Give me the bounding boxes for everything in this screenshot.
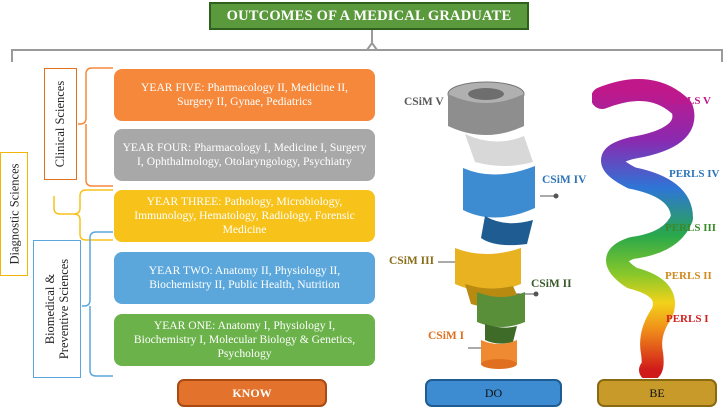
year-four-box: YEAR FOUR: Pharmacology I, Medicine I, S…	[114, 129, 375, 181]
csim-iv-label: CSiM IV	[542, 174, 587, 186]
diagnostic-sciences-label: Diagnostic Sciences	[0, 152, 28, 276]
page-title: OUTCOMES OF A MEDICAL GRADUATE	[209, 2, 529, 30]
csim-spiral-graphic	[447, 81, 535, 369]
csim-iii-label: CSiM III	[389, 255, 435, 267]
biomedical-label-line2: Preventive Sciences	[57, 258, 71, 360]
perls-v-label: PERLS V	[665, 95, 711, 107]
year-two-box: YEAR TWO: Anatomy II, Physiology II, Bio…	[114, 252, 375, 304]
perls-i-label: PERLS I	[666, 313, 709, 325]
know-button[interactable]: KNOW	[177, 379, 327, 407]
do-button[interactable]: DO	[425, 379, 562, 407]
clinical-sciences-label: Clinical Sciences	[44, 68, 77, 180]
csim-i-label: CSiM I	[428, 330, 465, 342]
biomedical-sciences-label: Biomedical & Preventive Sciences	[33, 240, 81, 378]
perls-iv-label: PERLS IV	[669, 168, 720, 180]
year-five-box: YEAR FIVE: Pharmacology II, Medicine II,…	[114, 69, 375, 121]
csim-v-label: CSiM V	[404, 96, 444, 108]
year-three-box: YEAR THREE: Pathology, Microbiology, Imm…	[114, 190, 375, 242]
perls-iii-label: PERLS III	[665, 222, 717, 234]
biomedical-label-line1: Biomedical &	[43, 273, 57, 345]
perls-ii-label: PERLS II	[665, 270, 712, 282]
year-one-box: YEAR ONE: Anatomy I, Physiology I, Bioch…	[114, 314, 375, 366]
csim-ii-label: CSiM II	[531, 278, 572, 290]
be-button[interactable]: BE	[597, 379, 717, 407]
perls-helix-graphic	[592, 79, 695, 378]
